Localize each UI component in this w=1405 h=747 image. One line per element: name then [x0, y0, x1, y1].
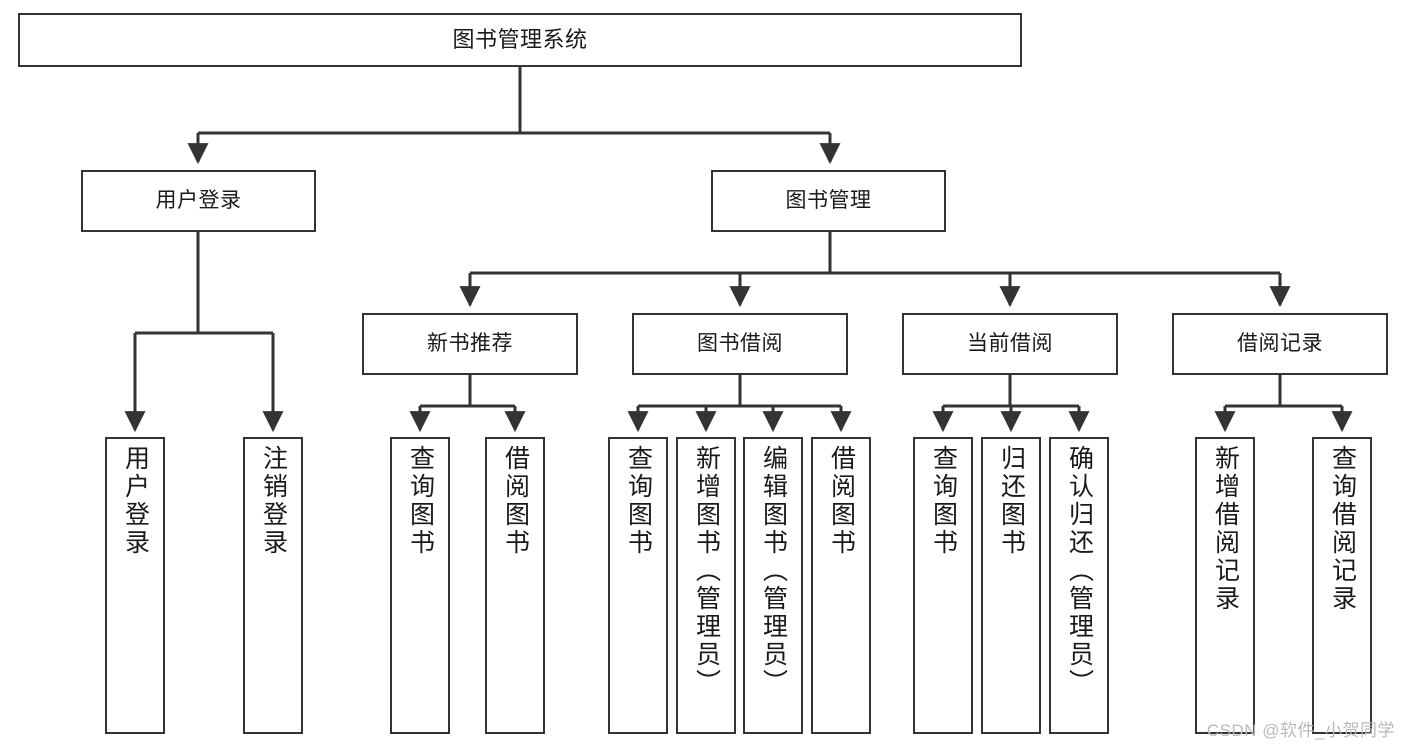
- node-label: 当前借阅: [967, 331, 1053, 355]
- leaf-book-borrow-edit-book-admin[interactable]: 编辑图书（管理员）: [743, 437, 803, 734]
- leaf-book-borrow-add-book-admin[interactable]: 新增图书（管理员）: [676, 437, 736, 734]
- leaf-current-borrow-return-book[interactable]: 归还图书: [981, 437, 1041, 734]
- node-label: 用户登录: [121, 445, 150, 557]
- leaf-book-borrow-query-book[interactable]: 查询图书: [608, 437, 668, 734]
- leaf-user-login-login[interactable]: 用户登录: [105, 437, 165, 734]
- node-book-borrow[interactable]: 图书借阅: [632, 313, 848, 375]
- leaf-user-login-logout[interactable]: 注销登录: [243, 437, 303, 734]
- node-user-login[interactable]: 用户登录: [81, 170, 316, 232]
- node-label: 借阅图书: [501, 445, 530, 557]
- node-label: 查询图书: [406, 445, 435, 557]
- leaf-new-book-query-book[interactable]: 查询图书: [390, 437, 450, 734]
- leaf-current-borrow-confirm-return-admin[interactable]: 确认归还（管理员）: [1049, 437, 1109, 734]
- leaf-new-book-borrow-book[interactable]: 借阅图书: [485, 437, 545, 734]
- node-label: 图书借阅: [697, 331, 783, 355]
- node-label: 查询借阅记录: [1328, 445, 1357, 613]
- node-label: 图书管理: [785, 188, 872, 212]
- node-label: 查询图书: [624, 445, 653, 557]
- node-label: 图书管理系统: [452, 27, 588, 53]
- node-label: 新书推荐: [427, 331, 513, 355]
- node-label: 用户登录: [155, 188, 242, 212]
- watermark-text: CSDN @软件_小贺同学: [1206, 721, 1395, 740]
- node-root-book-management-system[interactable]: 图书管理系统: [18, 13, 1022, 67]
- node-current-borrow[interactable]: 当前借阅: [902, 313, 1118, 375]
- node-new-book-recommend[interactable]: 新书推荐: [362, 313, 578, 375]
- node-label: 查询图书: [929, 445, 958, 557]
- leaf-book-borrow-borrow-book[interactable]: 借阅图书: [811, 437, 871, 734]
- node-label: 注销登录: [259, 445, 288, 557]
- node-label: 借阅记录: [1237, 331, 1323, 355]
- node-label: 编辑图书（管理员）: [759, 445, 788, 697]
- node-label: 新增借阅记录: [1211, 445, 1240, 613]
- leaf-borrow-records-add-record[interactable]: 新增借阅记录: [1195, 437, 1255, 734]
- node-book-management[interactable]: 图书管理: [711, 170, 946, 232]
- node-borrow-records[interactable]: 借阅记录: [1172, 313, 1388, 375]
- leaf-current-borrow-query-book[interactable]: 查询图书: [913, 437, 973, 734]
- node-label: 新增图书（管理员）: [692, 445, 721, 697]
- node-label: 归还图书: [997, 445, 1026, 557]
- node-label: 确认归还（管理员）: [1065, 445, 1094, 697]
- leaf-borrow-records-query-record[interactable]: 查询借阅记录: [1312, 437, 1372, 734]
- node-label: 借阅图书: [827, 445, 856, 557]
